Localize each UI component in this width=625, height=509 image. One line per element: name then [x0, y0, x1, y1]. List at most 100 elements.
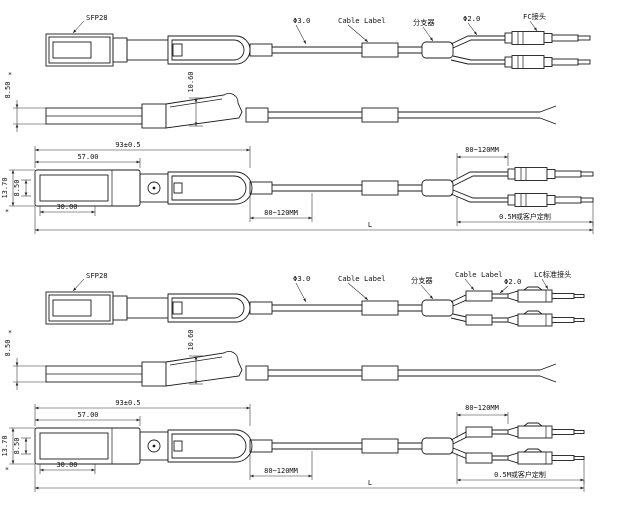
branch-label-lower [465, 452, 493, 464]
cable-end-fork [539, 363, 557, 383]
cable-label [361, 300, 399, 316]
fc-side-view: * 8.50 10.60 [4, 71, 557, 132]
assembly-fc: SFP28 Φ3.0 Cable Label 分支器 Φ2.0 FC接头 [1, 12, 594, 234]
leader-sfp28 [72, 20, 85, 34]
branch-label-upper [465, 426, 493, 438]
dim-width-star: * [5, 208, 9, 216]
dim-label-offset-right-text: 80~120MM [465, 146, 499, 154]
fc-connector-upper [507, 167, 594, 181]
dim-module-height: * 8.50 [4, 71, 46, 132]
callout-cable-label: Cable Label [338, 274, 386, 283]
branch-label-upper [465, 290, 493, 302]
dim-handle-height: 10.60 [187, 329, 203, 385]
leader-cable-dia [295, 24, 307, 45]
dim-body-length-text: 57.00 [77, 411, 98, 419]
dim-label-offset-left-text: 80~120MM [264, 467, 298, 475]
lc-bottom-view: 93±0.5 57.00 13.70 * 8.50 [1, 399, 585, 492]
dim-width-text: 13.70 [1, 435, 9, 456]
cable-label-side [361, 107, 399, 123]
dim-body-length: 57.00 [35, 153, 141, 168]
fc-bottom-view: 93±0.5 57.00 13.70 * 8.50 [1, 141, 594, 234]
callout-cable-dia: Φ3.0 [293, 16, 310, 25]
dim-overall-text: 93±0.5 [115, 141, 140, 149]
leader-splitter [420, 284, 434, 300]
dim-inner-width-text: 8.50 [13, 438, 21, 455]
dim-label-offset-right: 80~120MM [456, 404, 509, 438]
callout-branch-label: Cable Label [455, 270, 503, 279]
splitter [421, 41, 454, 59]
leader-cable-label [347, 24, 369, 43]
branch-lower-bottom [450, 193, 508, 203]
cable-label [361, 438, 399, 454]
callout-cable-label: Cable Label [338, 16, 386, 25]
sfp-module-side [45, 351, 269, 387]
dim-width-text: 13.70 [1, 177, 9, 198]
dim-overall-length: 93±0.5 [34, 141, 251, 168]
leader-fc-connector [529, 20, 538, 32]
dim-label-offset-right-text: 80~120MM [465, 404, 499, 412]
dim-width-star: * [5, 466, 9, 474]
callout-fc-connector: FC接头 [523, 12, 546, 21]
callout-branch-dia: Φ2.0 [463, 14, 480, 23]
dim-handle-height: 10.60 [187, 71, 203, 127]
splitter [421, 179, 454, 197]
leader-lc-connector [541, 278, 549, 290]
dim-star: * [8, 71, 12, 79]
dim-handle-height-text: 10.60 [187, 71, 195, 92]
dim-inner-width: 8.50 [13, 180, 31, 197]
leader-splitter [422, 26, 434, 42]
branch-upper-bottom [452, 39, 505, 49]
dim-inner-width-text: 8.50 [13, 180, 21, 197]
sfp-module-top [45, 33, 273, 67]
fc-connector-upper [504, 31, 591, 45]
sfp-module-side [45, 93, 269, 129]
branch-lower-top [452, 189, 508, 199]
callout-branch-dia: Φ2.0 [504, 277, 521, 286]
callout-lc-connector: LC标准接头 [534, 270, 571, 279]
leader-branch-dia [499, 285, 509, 294]
dim-total-length-text: L [368, 221, 372, 229]
dim-overall-length: 93±0.5 [34, 399, 251, 426]
dim-star: * [8, 329, 12, 337]
dim-module-width: 13.70 * [1, 169, 35, 216]
dim-handle-height-text: 10.60 [187, 329, 195, 350]
lc-top-view: SFP28 Φ3.0 Cable Label 分支器 Cable Label Φ… [45, 270, 585, 327]
sfp-module-bottom [34, 427, 273, 465]
dim-label-offset-right: 80~120MM [456, 146, 509, 178]
dim-label-offset-left: 80~120MM [249, 193, 313, 222]
leader-branch-dia [467, 22, 478, 36]
splitter [421, 437, 454, 455]
dim-body-length: 57.00 [35, 411, 141, 426]
dim-branch-length-text: 0.5M或客户定制 [494, 470, 546, 479]
cable-label [361, 180, 399, 196]
callout-sfp28: SFP28 [86, 271, 108, 280]
dim-total-length: L [34, 464, 585, 492]
callout-sfp28: SFP28 [86, 13, 108, 22]
callouts-fc-top: SFP28 Φ3.0 Cable Label 分支器 Φ2.0 FC接头 [72, 12, 546, 45]
dim-overall-text: 93±0.5 [115, 399, 140, 407]
dim-total-length-text: L [368, 479, 372, 487]
dim-height-text: 8.50 [4, 340, 12, 357]
leader-cable-label [347, 282, 369, 301]
branch-label-lower [465, 314, 493, 326]
cable-label-side [361, 365, 399, 381]
branch-lower-top [452, 55, 505, 61]
splitter [421, 299, 454, 317]
fc-top-view: SFP28 Φ3.0 Cable Label 分支器 Φ2.0 FC接头 [45, 12, 591, 69]
lc-connector-upper [507, 422, 585, 439]
lc-connector-lower [507, 448, 585, 465]
sfp-module-top [45, 291, 273, 325]
branch-upper-top [450, 171, 508, 183]
callouts-lc-top: SFP28 Φ3.0 Cable Label 分支器 Cable Label Φ… [72, 270, 571, 303]
cable-end-fork [539, 105, 557, 125]
lc-side-view: * 8.50 10.60 [4, 329, 557, 390]
dim-total-length: L [34, 206, 594, 234]
sfp-module-bottom [34, 169, 273, 207]
lc-connector-upper [507, 286, 585, 303]
dim-inner-length-text: 30.00 [56, 461, 77, 469]
dim-inner-length: 30.00 [39, 461, 96, 474]
dim-label-offset-left-text: 80~120MM [264, 209, 298, 217]
dim-inner-length-text: 30.00 [56, 203, 77, 211]
